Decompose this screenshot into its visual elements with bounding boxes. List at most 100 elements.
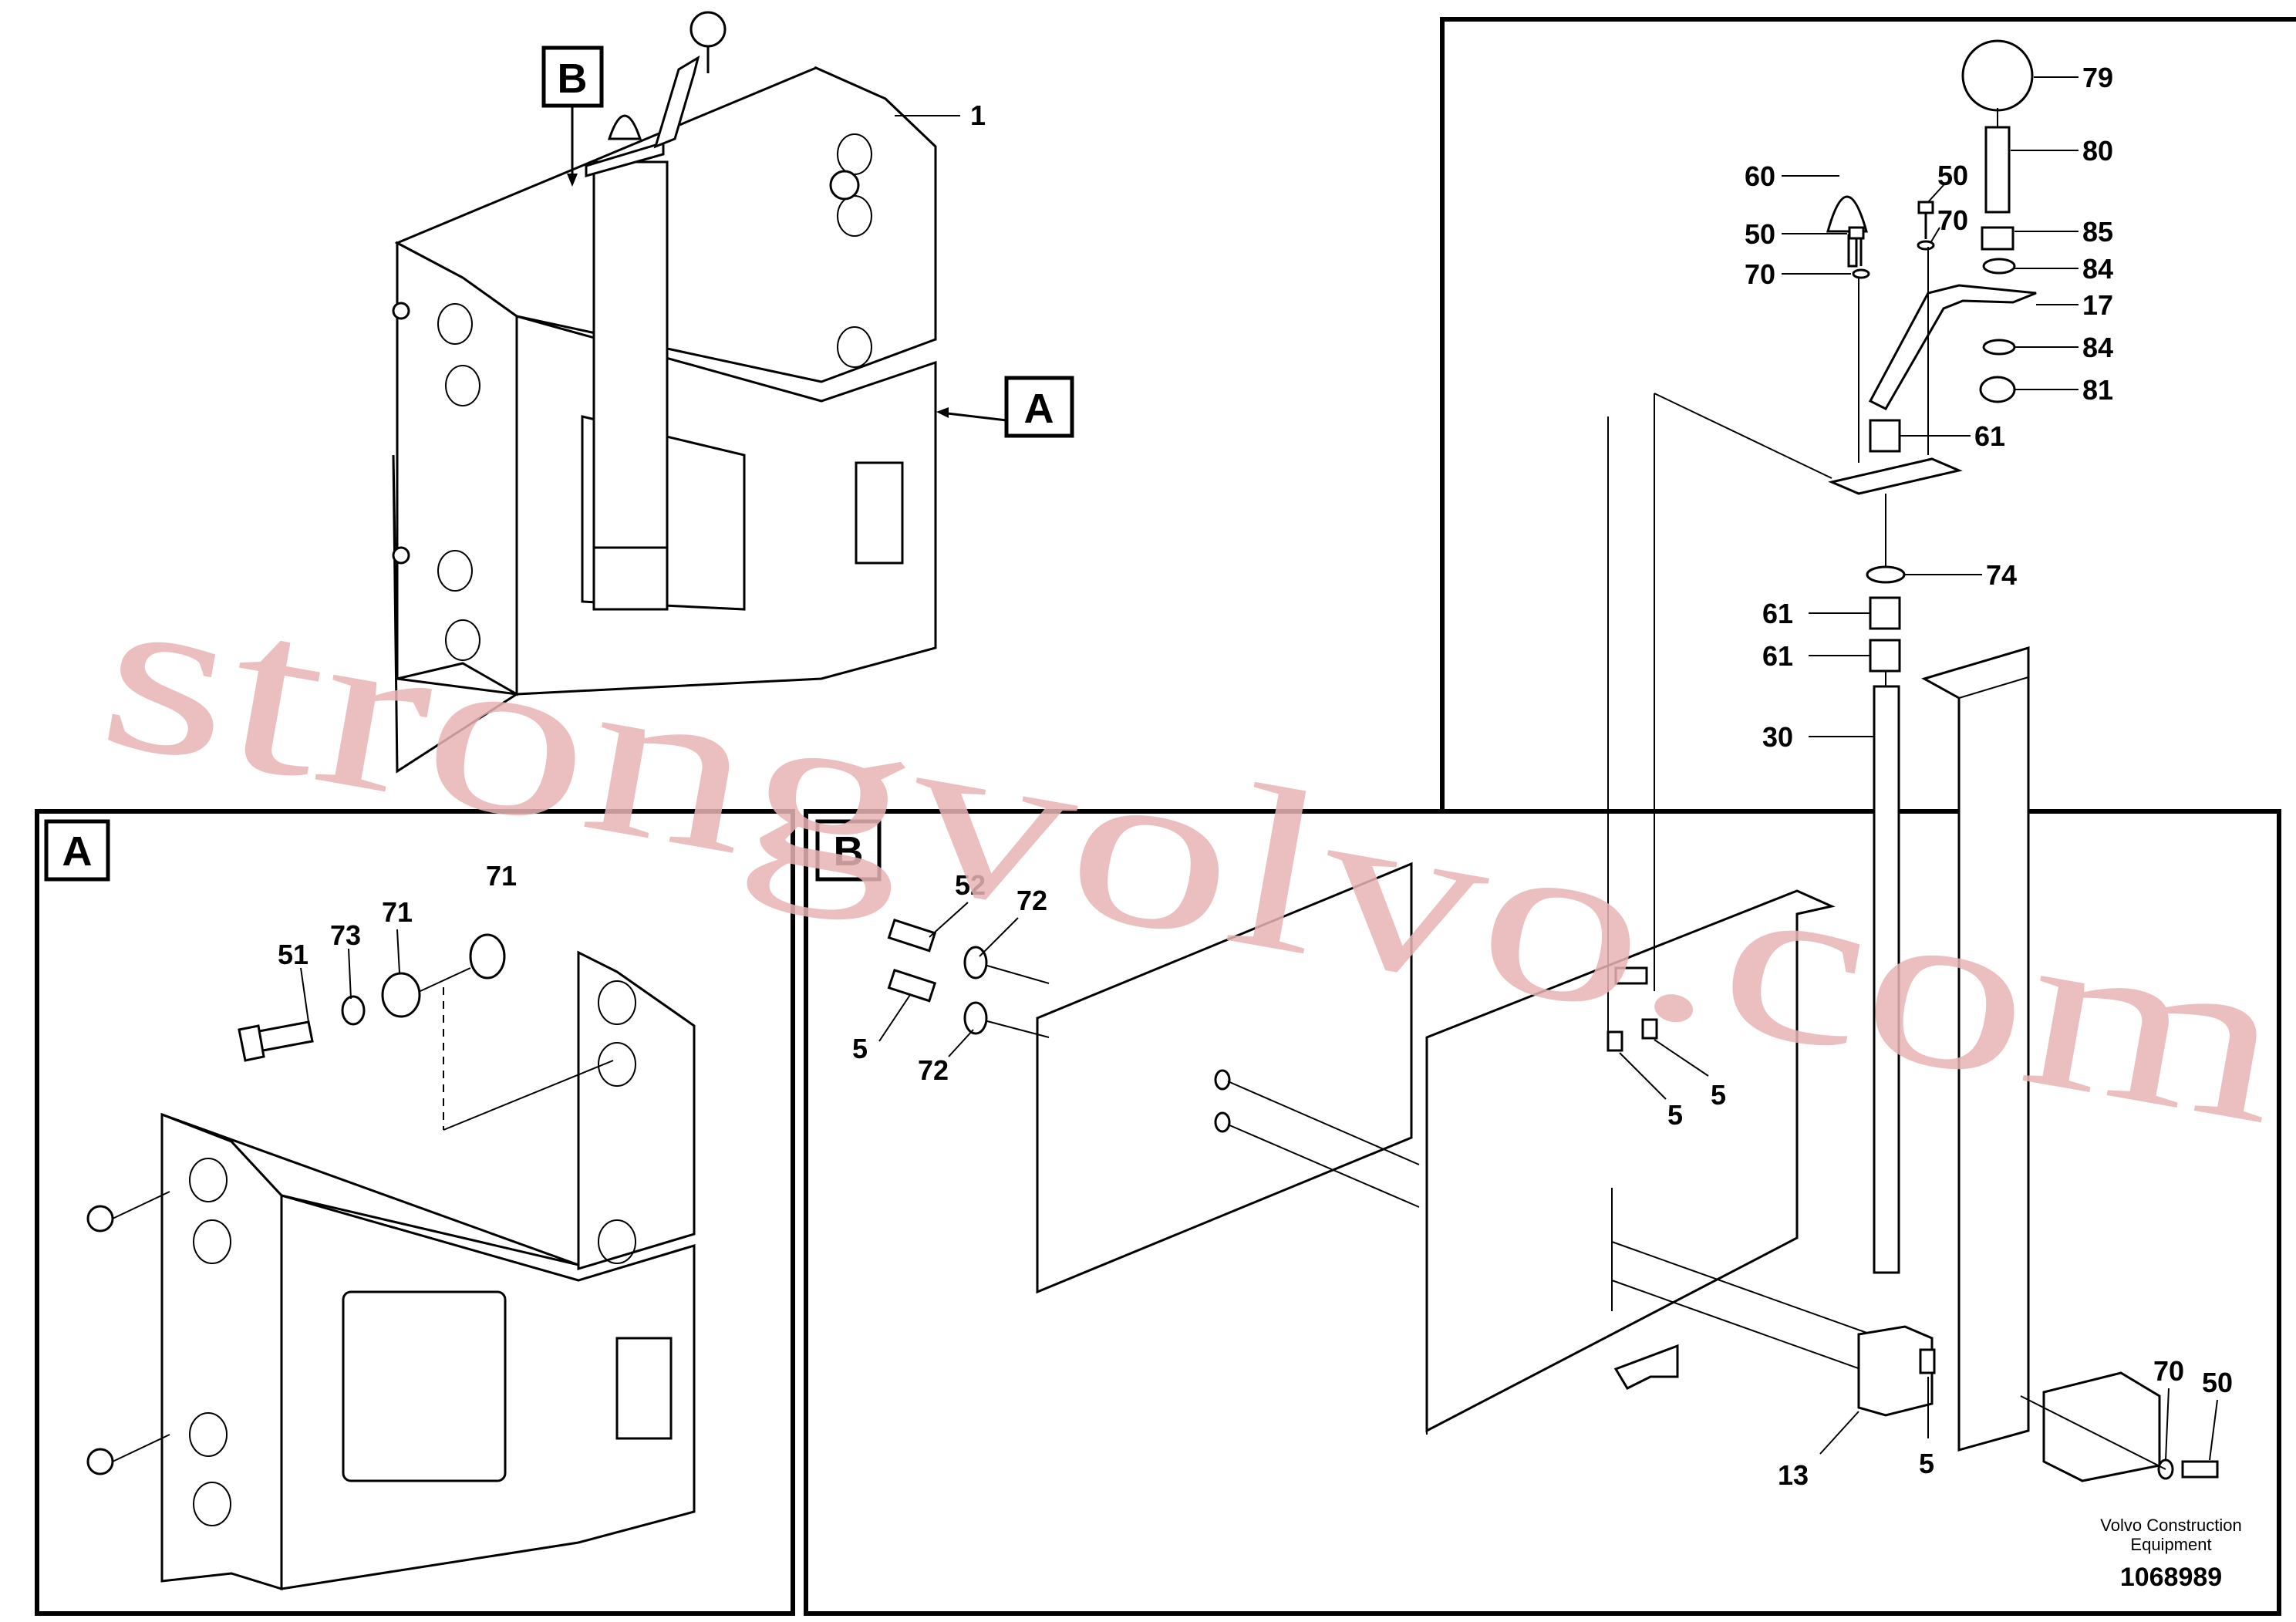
label-l-74: 74 — [1986, 559, 2017, 591]
bottom-flange — [392, 454, 521, 774]
label-l-60: 60 — [1745, 160, 1775, 192]
panel-b-title-box — [815, 819, 882, 882]
bracket-window — [342, 1290, 507, 1482]
label-l-85: 85 — [2082, 216, 2113, 248]
bracket-side — [160, 1112, 283, 1591]
rod-80 — [1984, 126, 2011, 214]
nut-61-a — [1869, 419, 1901, 453]
spacer-71 — [381, 972, 421, 1018]
inner-block — [592, 546, 669, 611]
side-slot — [855, 461, 904, 565]
pin-a-upper — [86, 1205, 114, 1233]
panel-b-title: B — [834, 828, 864, 875]
bracket-17 — [1868, 284, 2037, 410]
bolt-50-b-head — [1917, 201, 1934, 214]
stud-5 — [887, 968, 937, 1003]
label-l-79: 79 — [2082, 62, 2113, 93]
mount-plate — [1828, 457, 1963, 495]
pin-a-lower — [86, 1448, 114, 1475]
lever-knob — [689, 11, 727, 48]
panel-b: B 52 — [804, 646, 2281, 1616]
panel-a-title-box — [44, 819, 110, 882]
label-b-52: 52 — [955, 869, 986, 901]
label-l-84-b: 84 — [2082, 332, 2113, 363]
nut-5 — [1919, 1348, 1936, 1374]
label-l-50-b: 50 — [1745, 218, 1775, 250]
stud-52 — [887, 918, 937, 953]
plate-slot — [1614, 966, 1648, 985]
washer-70-a — [1852, 268, 1870, 279]
label-a-71: 71 — [382, 896, 413, 928]
knob-79 — [1961, 39, 2034, 112]
lever-bracket — [585, 140, 665, 177]
panel-a: A 51 73 71 71 — [35, 809, 795, 1616]
label-a-51: 51 — [278, 939, 308, 970]
bracket-back — [577, 950, 696, 1271]
nut-5-mid1 — [1607, 1030, 1623, 1052]
label-b-5-left: 5 — [852, 1033, 868, 1064]
bolt-50-bot — [2181, 1460, 2219, 1479]
inner-channel — [592, 160, 669, 611]
bolt-50-a-head — [1848, 226, 1865, 240]
label-l-17: 17 — [2082, 289, 2113, 321]
nut-5-mid2 — [1641, 1018, 1658, 1040]
panel-b-border — [804, 809, 2281, 1616]
plate-hole-2 — [1214, 1111, 1231, 1133]
label-part-1: 1 — [970, 99, 986, 131]
overview-assembly: B A 1 — [392, 11, 1074, 774]
label-b-50-bot: 50 — [2202, 1367, 2233, 1398]
callout-box-a — [1004, 376, 1074, 438]
bolt-head — [829, 170, 860, 201]
spacer-72-bot — [963, 1001, 988, 1035]
label-l-70-b: 70 — [1937, 204, 1968, 236]
label-l-81: 81 — [2082, 374, 2113, 406]
nut-81 — [1979, 376, 2016, 403]
washer-84-bot — [1982, 339, 2016, 356]
callout-b-label: B — [558, 56, 588, 102]
label-l-80: 80 — [2082, 135, 2113, 167]
nut-85 — [1981, 226, 2014, 251]
guard — [2042, 1371, 2161, 1482]
cap-nut — [607, 114, 642, 140]
label-l-61-a: 61 — [1974, 420, 2005, 452]
nut-61-b — [1869, 596, 1901, 630]
footer: Volvo Construction Equipment 1068989 — [2100, 1516, 2241, 1592]
label-b-72-top: 72 — [1017, 885, 1047, 916]
footer-company-line1: Volvo Construction — [2100, 1516, 2241, 1535]
label-l-70-a: 70 — [1745, 258, 1775, 290]
label-b-13: 13 — [1778, 1459, 1809, 1491]
label-b-5-mid2: 5 — [1711, 1079, 1726, 1111]
pin-upper — [392, 302, 410, 320]
label-l-30: 30 — [1762, 721, 1793, 753]
label-b-72-bot: 72 — [918, 1054, 949, 1086]
label-l-84-a: 84 — [2082, 253, 2113, 285]
panel-a-border — [35, 809, 795, 1616]
cap-nut-60-base — [1847, 234, 1858, 268]
footer-company-line2: Equipment — [2130, 1535, 2211, 1554]
bolt-51-head — [238, 1024, 265, 1062]
block-13 — [1857, 1325, 1934, 1417]
washer-84-top — [1982, 258, 2016, 275]
label-a-73: 73 — [330, 919, 361, 951]
label-b-70-bot: 70 — [2153, 1355, 2184, 1387]
label-b-5-bot: 5 — [1919, 1448, 1934, 1479]
washer-74 — [1866, 565, 1906, 584]
plate-tab — [1613, 1344, 1679, 1390]
panel-a-title: A — [62, 828, 93, 875]
callout-a-leader — [940, 411, 1007, 422]
label-a-71-top: 71 — [486, 860, 517, 892]
lever-arm — [653, 55, 700, 149]
spacer-71-top — [469, 933, 506, 980]
plate-hole-1 — [1214, 1069, 1231, 1091]
callout-a-label: A — [1024, 386, 1054, 432]
label-l-61-b: 61 — [1762, 598, 1793, 629]
doc-number: 1068989 — [2120, 1563, 2222, 1592]
bracket-slot — [615, 1337, 673, 1440]
label-l-61-c: 61 — [1762, 640, 1793, 672]
label-b-5-mid1: 5 — [1667, 1099, 1683, 1131]
washer-73 — [341, 995, 366, 1026]
cap-nut-60 — [1826, 195, 1868, 233]
nut-61-c — [1869, 639, 1901, 673]
washer-70-b — [1917, 240, 1935, 251]
